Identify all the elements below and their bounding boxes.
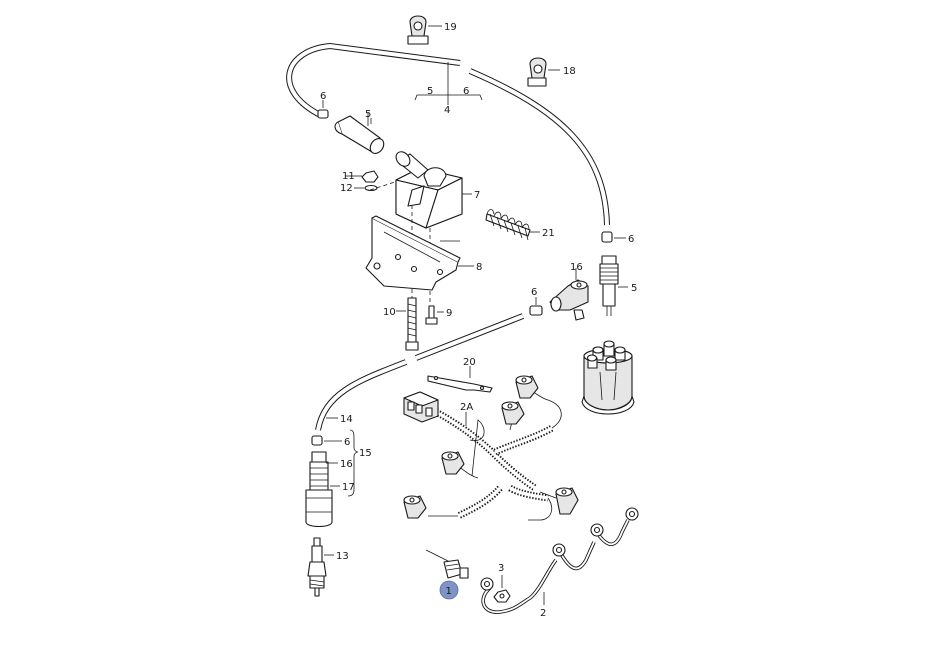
hose-cap-6-top xyxy=(317,100,329,119)
hose-cap-6-mid xyxy=(529,297,543,316)
vacuum-hose-upper xyxy=(286,42,610,226)
distributor-cap xyxy=(581,340,635,415)
cable-retainer-21 xyxy=(485,209,540,241)
callout-13: 13 xyxy=(336,551,349,562)
bracket-group-4 xyxy=(414,62,483,105)
vacuum-hose-lower xyxy=(315,313,525,431)
callout-9: 9 xyxy=(446,308,452,319)
hose-cap-6-right xyxy=(601,231,626,243)
callout-14: 14 xyxy=(340,414,353,425)
nut-3 xyxy=(493,575,511,603)
callout-16-left: 16 xyxy=(340,459,353,470)
callout-labels: 19 18 5 6 4 6 5 7 11 12 21 6 8 16 5 6 10… xyxy=(320,22,637,619)
spark-plug-13 xyxy=(307,537,334,597)
callout-4: 4 xyxy=(444,105,450,116)
callout-2a: 2A xyxy=(460,402,473,413)
callout-4-6: 6 xyxy=(463,86,469,97)
plug-boot-lower-right xyxy=(555,487,579,515)
ground-strap-2 xyxy=(480,507,639,614)
callout-19: 19 xyxy=(444,22,457,33)
callout-18: 18 xyxy=(563,66,576,77)
callout-3: 3 xyxy=(498,563,504,574)
callout-6-mid: 6 xyxy=(531,287,537,298)
callout-17: 17 xyxy=(342,482,355,493)
callout-1: 1 xyxy=(446,586,452,597)
hose-clip-19 xyxy=(407,15,442,45)
callout-8: 8 xyxy=(476,262,482,273)
plug-boot-mid xyxy=(501,401,525,425)
callout-7: 7 xyxy=(474,190,480,201)
bracket-group-15 xyxy=(326,417,359,497)
suppressor-connector-5-top xyxy=(334,113,385,154)
wiring-harness-2a xyxy=(403,389,562,521)
callout-15: 15 xyxy=(359,448,372,459)
plug-boot-lower-left xyxy=(403,495,427,519)
angled-connector-16 xyxy=(549,268,589,321)
callout-12: 12 xyxy=(340,183,353,194)
callout-11: 11 xyxy=(342,171,355,182)
hose-clip-18 xyxy=(527,57,560,87)
callout-2: 2 xyxy=(540,608,546,619)
callout-1-highlight[interactable]: 1 xyxy=(439,580,459,600)
bolt-10 xyxy=(396,297,419,351)
ignition-coil-7 xyxy=(395,151,472,229)
callout-5-right: 5 xyxy=(631,283,637,294)
hose-cap-6-left xyxy=(311,435,342,446)
callout-10: 10 xyxy=(383,307,396,318)
plug-boot-left xyxy=(441,451,465,475)
callout-16-top: 16 xyxy=(570,262,583,273)
callout-4-5: 5 xyxy=(427,86,433,97)
nut-11 xyxy=(354,170,379,183)
bracket-20 xyxy=(427,366,493,393)
mounting-bracket-8 xyxy=(365,215,474,291)
callout-6-left: 6 xyxy=(344,437,350,448)
sensor-1 xyxy=(425,549,469,579)
callout-20: 20 xyxy=(463,357,476,368)
washer-12 xyxy=(354,184,378,192)
suppressor-connector-5-right xyxy=(599,255,628,316)
callout-6-right: 6 xyxy=(628,234,634,245)
callout-5-top: 5 xyxy=(365,109,371,120)
callout-6-top: 6 xyxy=(320,91,326,102)
callout-21: 21 xyxy=(542,228,555,239)
suppressor-connector-17 xyxy=(305,451,340,528)
plug-boot-upper xyxy=(515,375,539,399)
screw-9 xyxy=(425,305,444,325)
callout-leaders xyxy=(345,118,460,242)
